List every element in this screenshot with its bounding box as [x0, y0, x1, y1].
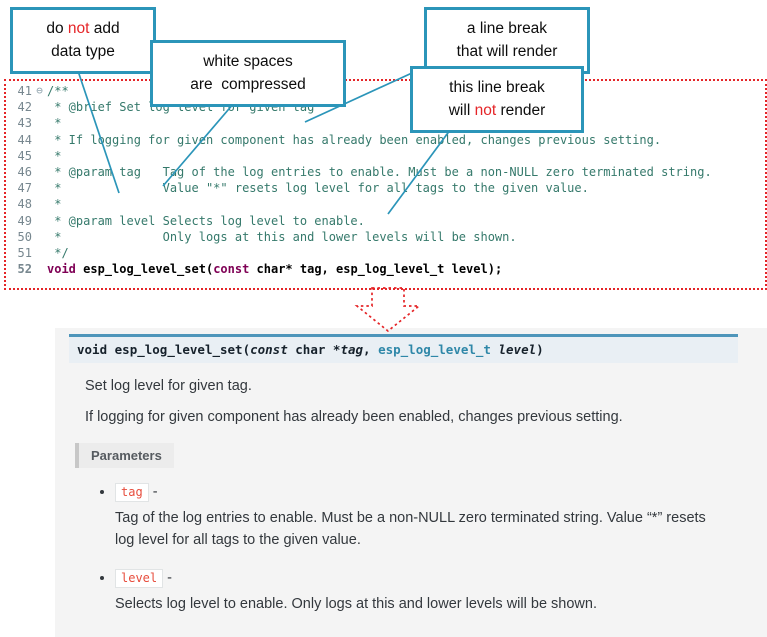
line-number: 46 [17, 165, 32, 180]
function-signature: void esp_log_level_set(const char *tag, … [69, 334, 738, 363]
code-line: 42 * @brief Set log level for given tag [8, 99, 765, 115]
code-line: 51 */ [8, 245, 765, 261]
param-name-tag: tag [115, 483, 149, 502]
line-number: 44 [17, 132, 32, 147]
code-line: 48 * [8, 196, 765, 212]
callout-break-render: a line break that will render [424, 7, 590, 74]
code-text: * [47, 148, 62, 163]
code-text: * [47, 197, 62, 212]
code-line: 46 * @param tag Tag of the log entries t… [8, 164, 765, 180]
sig-arg-tag: tag [340, 342, 364, 357]
code-editor: 41 ⊖ /** 42 * @brief Set log level for giv… [4, 79, 767, 290]
code-text: * @param tag Tag of the log entries to e… [47, 165, 712, 180]
sig-const: const [250, 342, 288, 357]
code-text: * [47, 116, 62, 131]
code-text: * @param level Selects log level to enab… [47, 213, 365, 228]
line-number: 52 [17, 262, 32, 277]
line-number: 51 [17, 246, 32, 261]
callout-line: data type [51, 42, 115, 60]
callout-no-datatype: do not add data type [10, 7, 156, 74]
callout-line: are compressed [190, 75, 306, 93]
param-description: Selects log level to enable. Only logs a… [115, 595, 597, 612]
fold-spacer [32, 148, 47, 164]
code-text: * If logging for given component has alr… [47, 132, 662, 147]
fold-spacer [32, 132, 47, 148]
line-number: 43 [17, 116, 32, 131]
callout-line: that will render [456, 42, 558, 60]
line-number: 47 [17, 181, 32, 196]
fold-spacer [32, 99, 47, 115]
sig-function-name: esp_log_level_set [114, 342, 243, 357]
sig-return-type: void [77, 342, 115, 357]
fold-spacer [32, 245, 47, 261]
code-text: */ [47, 246, 69, 261]
code-line: 41 ⊖ /** [8, 83, 765, 99]
keyword-void: void [47, 262, 76, 277]
code-text: void esp_log_level_set(const char* tag, … [47, 262, 503, 277]
param-dash: - [148, 484, 158, 500]
parameters-list: tag - Tag of the log entries to enable. … [67, 483, 753, 615]
fold-spacer [32, 196, 47, 212]
line-number: 42 [17, 100, 32, 115]
fold-spacer [32, 261, 47, 277]
code-text: * Only logs at this and lower levels wil… [47, 229, 517, 244]
sig-type-link[interactable]: esp_log_level_t [378, 342, 491, 357]
line-number: 48 [17, 197, 32, 212]
param-name-level: level [115, 568, 164, 588]
line-number: 50 [17, 229, 32, 244]
detailed-description: If logging for given component has alrea… [85, 409, 623, 425]
callout-line: do not add [46, 20, 120, 38]
code-line: 47 * Value "*" resets log level for all … [8, 180, 765, 196]
param-item-tag: tag - Tag of the log entries to enable. … [115, 483, 753, 552]
fold-spacer [32, 115, 47, 131]
line-number: 49 [17, 213, 32, 228]
fold-icon[interactable]: ⊖ [36, 84, 43, 97]
code-text: * Value "*" resets log level for all tag… [47, 181, 589, 196]
fold-spacer [32, 164, 47, 180]
parameters-heading: Parameters [75, 443, 174, 468]
keyword-const: const [213, 262, 250, 277]
code-line: 44 * If logging for given component has … [8, 132, 765, 148]
callout-line: this line break [449, 79, 545, 97]
code-line: 43 * [8, 115, 765, 131]
code-line: 45 * [8, 148, 765, 164]
param-item-level: level - Selects log level to enable. Onl… [115, 568, 753, 615]
fold-spacer [32, 229, 47, 245]
callout-line: a line break [466, 20, 548, 38]
code-text: /** [47, 84, 69, 98]
callout-line: white spaces [203, 53, 293, 71]
renders-to-arrow [354, 287, 422, 333]
code-line: 50 * Only logs at this and lower levels … [8, 229, 765, 245]
param-description: Tag of the log entries to enable. Must b… [115, 510, 706, 549]
param-dash: - [163, 569, 172, 586]
brief-description: Set log level for given tag. [85, 378, 252, 394]
callout-line: will not render [448, 101, 546, 119]
code-line-declaration: 52 void esp_log_level_set(const char* tag… [8, 261, 765, 277]
line-number: 45 [17, 148, 32, 163]
line-number: 41 [17, 84, 32, 98]
callout-break-norender: this line break will not render [410, 66, 584, 133]
fold-spacer [32, 213, 47, 229]
rendered-docs-panel: void esp_log_level_set(const char *tag, … [55, 328, 767, 637]
sig-arg-level: level [498, 342, 537, 357]
callout-whitespace: white spaces are compressed [150, 40, 346, 107]
fold-spacer [32, 180, 47, 196]
code-line: 49 * @param level Selects log level to e… [8, 213, 765, 229]
